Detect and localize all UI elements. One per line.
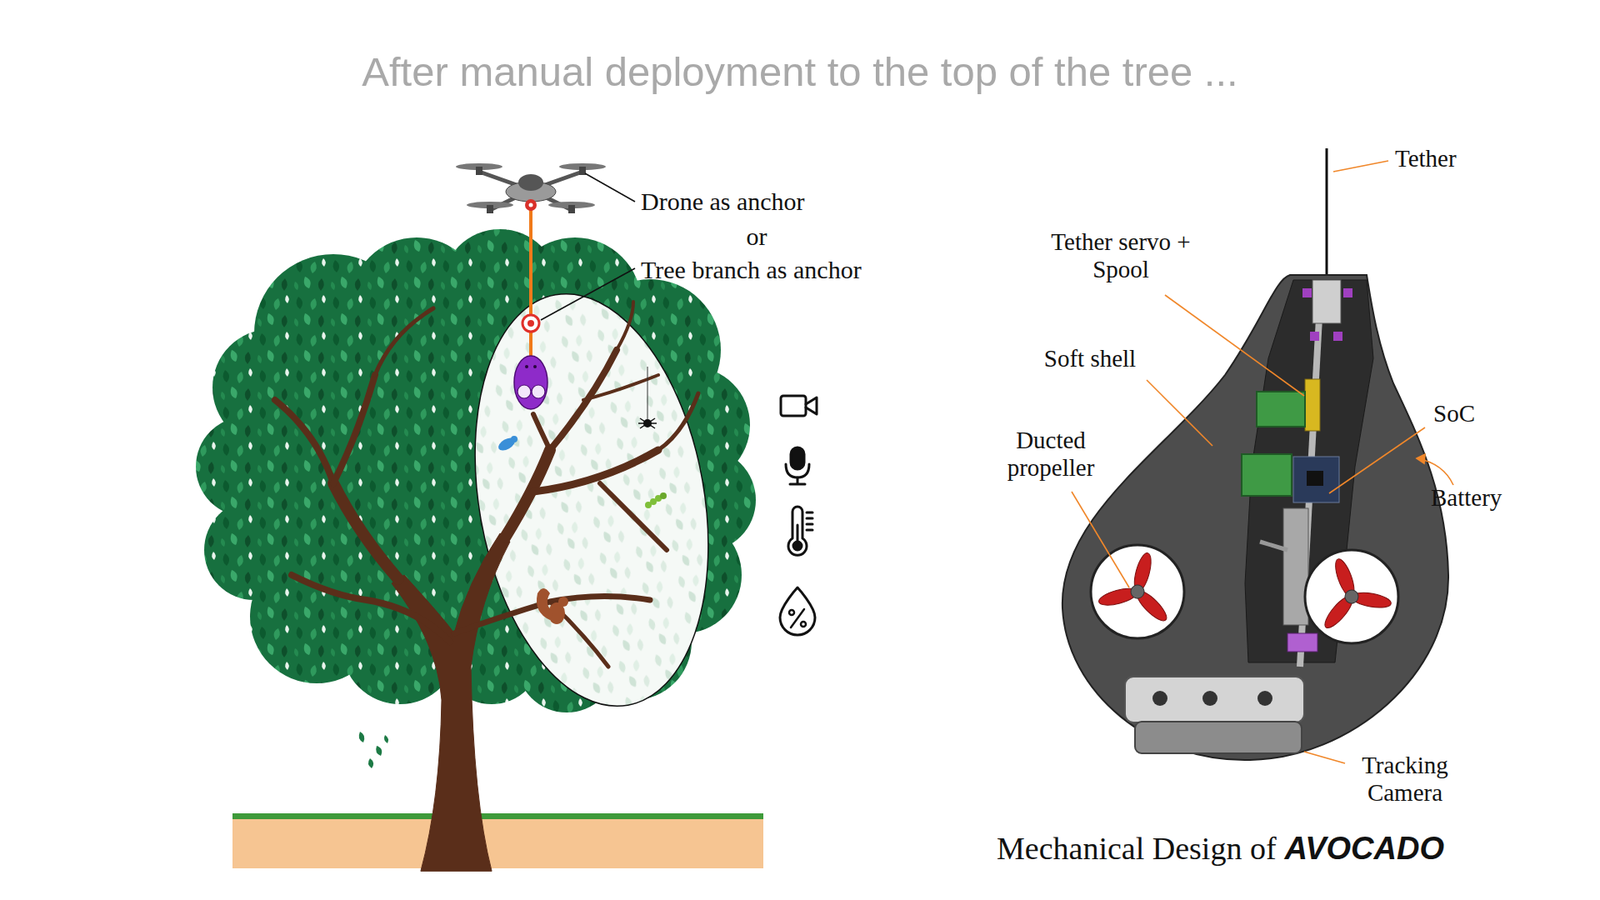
falling-leaves <box>359 731 389 769</box>
anchor-label: Tree branch as anchor <box>640 255 862 285</box>
drone <box>455 163 606 214</box>
leader-lines <box>540 173 635 320</box>
part-label: Soft shell <box>1044 345 1136 373</box>
sensor-icons <box>780 395 817 635</box>
anchor-label: or <box>746 222 768 252</box>
anchor-label: Drone as anchor <box>640 187 805 217</box>
product-name: AVOCADO <box>1285 830 1445 868</box>
slide-title: After manual deployment to the top of th… <box>361 48 1238 95</box>
part-label: SoC <box>1433 400 1475 428</box>
part-label: Tether <box>1395 145 1457 173</box>
figure-caption: Mechanical Design of <box>996 830 1277 868</box>
part-label: Tether servo + Spool <box>1041 228 1200 285</box>
part-label: Battery <box>1430 484 1502 512</box>
ground <box>232 813 764 869</box>
tether-system <box>514 208 548 410</box>
cutaway-region <box>445 275 740 725</box>
part-label: Ducted propeller <box>984 426 1118 483</box>
tree-trunk <box>275 301 699 871</box>
part-label: Tracking Camera <box>1334 751 1476 808</box>
